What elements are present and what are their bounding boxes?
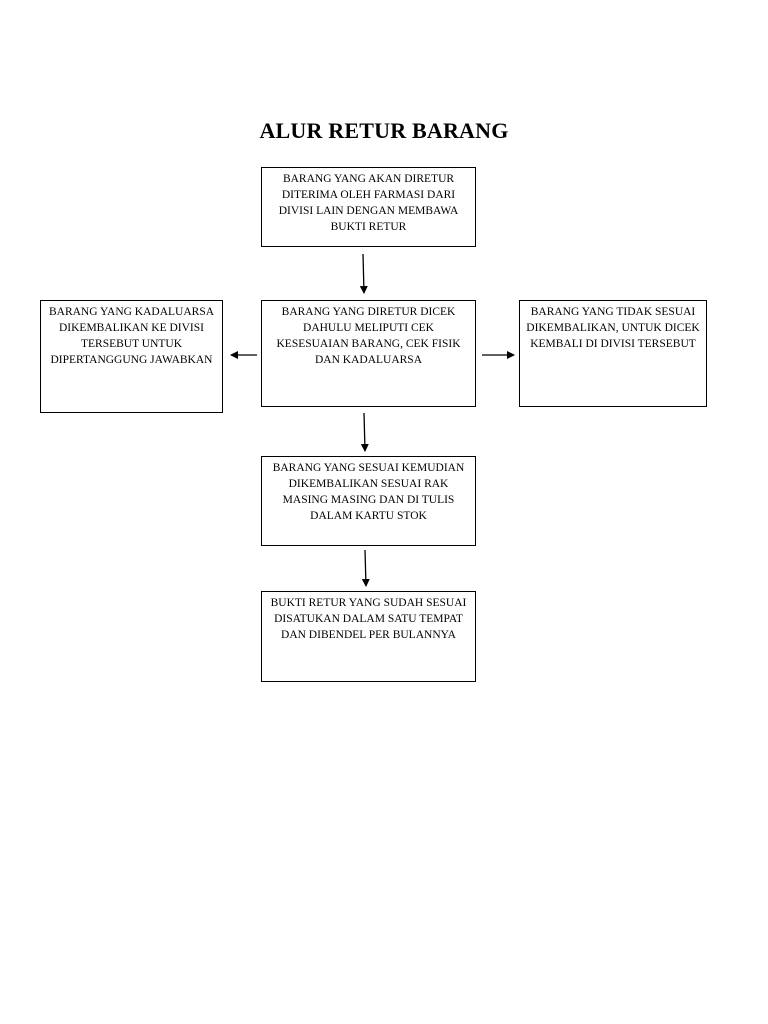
step-check-text: BARANG YANG DIRETUR DICEK DAHULU MELIPUT… (276, 306, 461, 366)
step-receive-box: BARANG YANG AKAN DIRETUR DITERIMA OLEH F… (261, 167, 476, 247)
step-archive-text: BUKTI RETUR YANG SUDAH SESUAI DISATUKAN … (270, 597, 467, 641)
arrow-shelve-to-archive (361, 549, 370, 587)
step-check-box: BARANG YANG DIRETUR DICEK DAHULU MELIPUT… (261, 300, 476, 407)
step-shelve-text: BARANG YANG SESUAI KEMUDIAN DIKEMBALIKAN… (272, 462, 465, 522)
step-mismatch-text: BARANG YANG TIDAK SESUAI DIKEMBALIKAN, U… (526, 306, 700, 350)
step-archive-box: BUKTI RETUR YANG SUDAH SESUAI DISATUKAN … (261, 591, 476, 682)
step-expired-text: BARANG YANG KADALUARSA DIKEMBALIKAN KE D… (48, 306, 215, 366)
step-mismatch-box: BARANG YANG TIDAK SESUAI DIKEMBALIKAN, U… (519, 300, 707, 407)
step-receive-text: BARANG YANG AKAN DIRETUR DITERIMA OLEH F… (278, 173, 459, 233)
arrow-receive-to-check (359, 253, 368, 294)
step-expired-box: BARANG YANG KADALUARSA DIKEMBALIKAN KE D… (40, 300, 223, 413)
diagram-title: ALUR RETUR BARANG (259, 118, 509, 143)
arrow-check-to-shelve (360, 412, 369, 452)
step-shelve-box: BARANG YANG SESUAI KEMUDIAN DIKEMBALIKAN… (261, 456, 476, 546)
